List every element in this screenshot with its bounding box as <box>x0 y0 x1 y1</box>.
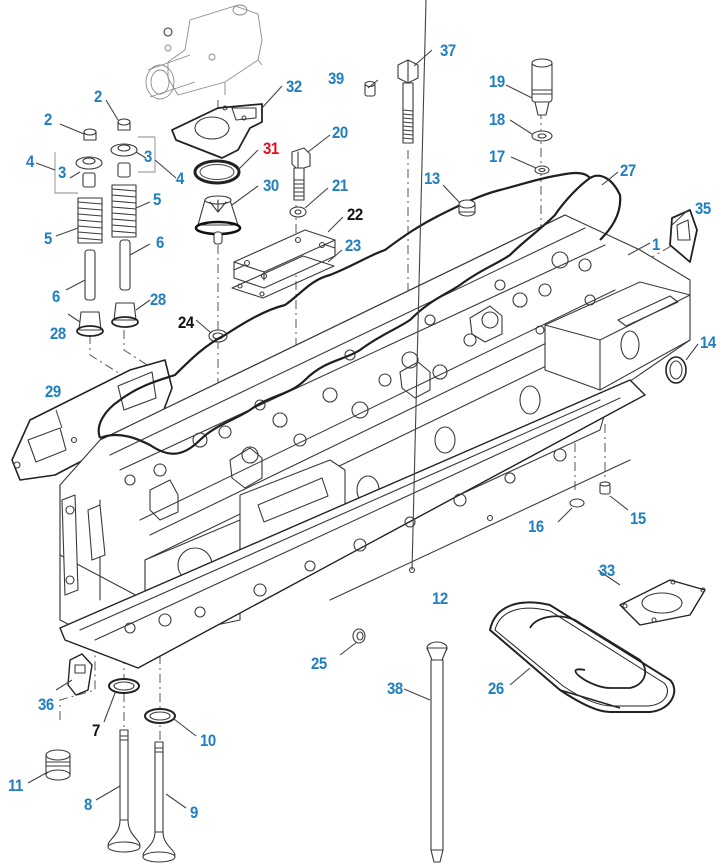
callout-14[interactable]: 14 <box>700 333 716 352</box>
part-22-23-cover-plate <box>231 229 336 299</box>
callout-19[interactable]: 19 <box>489 72 505 91</box>
callout-29[interactable]: 29 <box>45 382 61 401</box>
part-9-exhaust-valve <box>142 741 176 863</box>
callout-33[interactable]: 33 <box>599 561 615 580</box>
callout-2[interactable]: 2 <box>44 110 52 129</box>
callout-32[interactable]: 32 <box>286 77 302 96</box>
callout-15[interactable]: 15 <box>630 509 646 528</box>
part-33-gasket <box>619 579 706 626</box>
callout-31[interactable]: 31 <box>263 139 279 158</box>
callout-23[interactable]: 23 <box>345 236 361 255</box>
callout-36[interactable]: 36 <box>38 695 54 714</box>
part-13-grommet <box>458 199 476 217</box>
part-35-gasket <box>669 209 698 263</box>
part-14-seal <box>665 356 687 384</box>
callout-7[interactable]: 7 <box>92 721 100 740</box>
callout-6[interactable]: 6 <box>156 233 164 252</box>
callout-5[interactable]: 5 <box>153 190 161 209</box>
callout-26[interactable]: 26 <box>488 679 504 698</box>
callout-22[interactable]: 22 <box>347 205 363 224</box>
part-12-head-gasket <box>59 379 646 669</box>
part-17-seal <box>534 165 550 175</box>
callout-21[interactable]: 21 <box>332 176 348 195</box>
part-7-valve-seat <box>108 678 140 694</box>
callout-25[interactable]: 25 <box>311 654 327 673</box>
part-37-bolt <box>397 59 419 144</box>
callout-12[interactable]: 12 <box>432 589 448 608</box>
callout-30[interactable]: 30 <box>263 176 279 195</box>
part-8-intake-valve <box>107 729 141 853</box>
part-19-injector <box>531 58 553 116</box>
part-20-bolt <box>291 147 311 201</box>
part-27-valve-cover-gasket <box>97 171 622 455</box>
callout-5[interactable]: 5 <box>44 229 52 248</box>
thermostat-housing <box>145 4 263 100</box>
part-18-washer <box>531 130 553 142</box>
part-38-pushrod <box>426 641 448 863</box>
callout-8[interactable]: 8 <box>84 795 92 814</box>
part-11-plug <box>45 749 71 781</box>
callout-11[interactable]: 11 <box>8 776 23 795</box>
callout-17[interactable]: 17 <box>489 147 505 166</box>
callout-27[interactable]: 27 <box>620 161 636 180</box>
callout-6[interactable]: 6 <box>52 287 60 306</box>
callout-18[interactable]: 18 <box>489 110 505 129</box>
callout-1[interactable]: 1 <box>652 235 660 254</box>
part-15-plug <box>599 481 611 495</box>
head-port-holes <box>124 251 596 521</box>
callout-16[interactable]: 16 <box>528 517 544 536</box>
part-1-cylinder-head <box>59 214 691 651</box>
part-10-valve-seat <box>144 708 176 724</box>
part-21-washer <box>289 206 307 218</box>
callout-13[interactable]: 13 <box>424 169 440 188</box>
part-26-gasket-seal <box>488 601 676 713</box>
callout-4[interactable]: 4 <box>26 152 34 171</box>
part-32-housing-gasket <box>171 103 263 159</box>
callout-leader-lines <box>27 0 699 809</box>
callout-2[interactable]: 2 <box>94 87 102 106</box>
callout-28[interactable]: 28 <box>150 290 166 309</box>
callout-35[interactable]: 35 <box>695 199 711 218</box>
part-31-o-ring <box>193 159 241 185</box>
callout-28[interactable]: 28 <box>50 324 66 343</box>
callout-3[interactable]: 3 <box>144 147 152 166</box>
callout-10[interactable]: 10 <box>200 731 216 750</box>
part-16-washer <box>569 498 585 508</box>
callout-3[interactable]: 3 <box>58 163 66 182</box>
part-25-plug <box>352 628 366 644</box>
part-29-manifold-gasket <box>11 359 173 481</box>
callout-20[interactable]: 20 <box>332 123 348 142</box>
callout-9[interactable]: 9 <box>190 803 198 822</box>
part-30-thermostat <box>194 195 242 245</box>
callout-4[interactable]: 4 <box>176 169 184 188</box>
callout-38[interactable]: 38 <box>387 679 403 698</box>
callout-37[interactable]: 37 <box>440 41 456 60</box>
callout-24[interactable]: 24 <box>178 313 194 332</box>
part-36-bracket <box>67 653 93 696</box>
valve-train-left <box>54 118 156 337</box>
callout-39[interactable]: 39 <box>328 69 344 88</box>
